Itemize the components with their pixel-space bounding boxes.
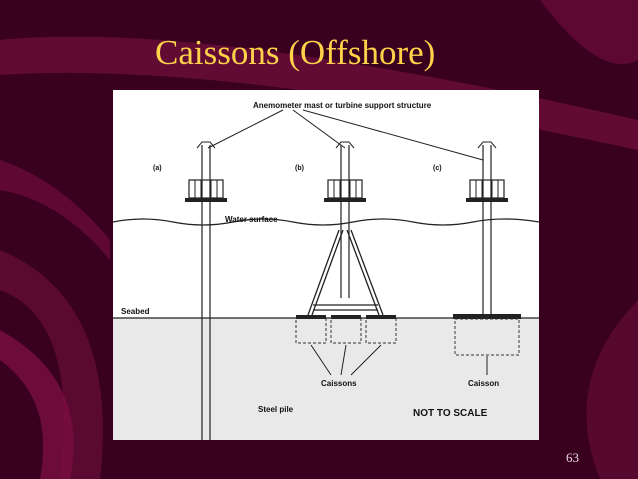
label-c: (c) bbox=[433, 165, 442, 172]
caissons-arrows bbox=[310, 344, 488, 376]
label-caisson: Caisson bbox=[468, 379, 499, 388]
water-surface-line bbox=[113, 218, 539, 226]
top-label-arrows bbox=[207, 109, 484, 161]
label-seabed: Seabed bbox=[121, 307, 150, 316]
label-water: Water surface bbox=[225, 215, 278, 224]
label-not-to-scale: NOT TO SCALE bbox=[413, 408, 488, 419]
label-caissons: Caissons bbox=[321, 379, 357, 388]
label-top: Anemometer mast or turbine support struc… bbox=[253, 101, 432, 110]
label-a: (a) bbox=[153, 165, 162, 172]
structure-c bbox=[453, 141, 521, 356]
structure-a bbox=[185, 141, 227, 440]
structure-b bbox=[295, 141, 397, 344]
page-number: 63 bbox=[566, 450, 579, 465]
caisson-diagram: Anemometer mast or turbine support struc… bbox=[113, 90, 539, 440]
label-b: (b) bbox=[295, 165, 304, 172]
slide-title: Caissons (Offshore) bbox=[155, 33, 436, 72]
label-steel-pile: Steel pile bbox=[258, 405, 294, 414]
